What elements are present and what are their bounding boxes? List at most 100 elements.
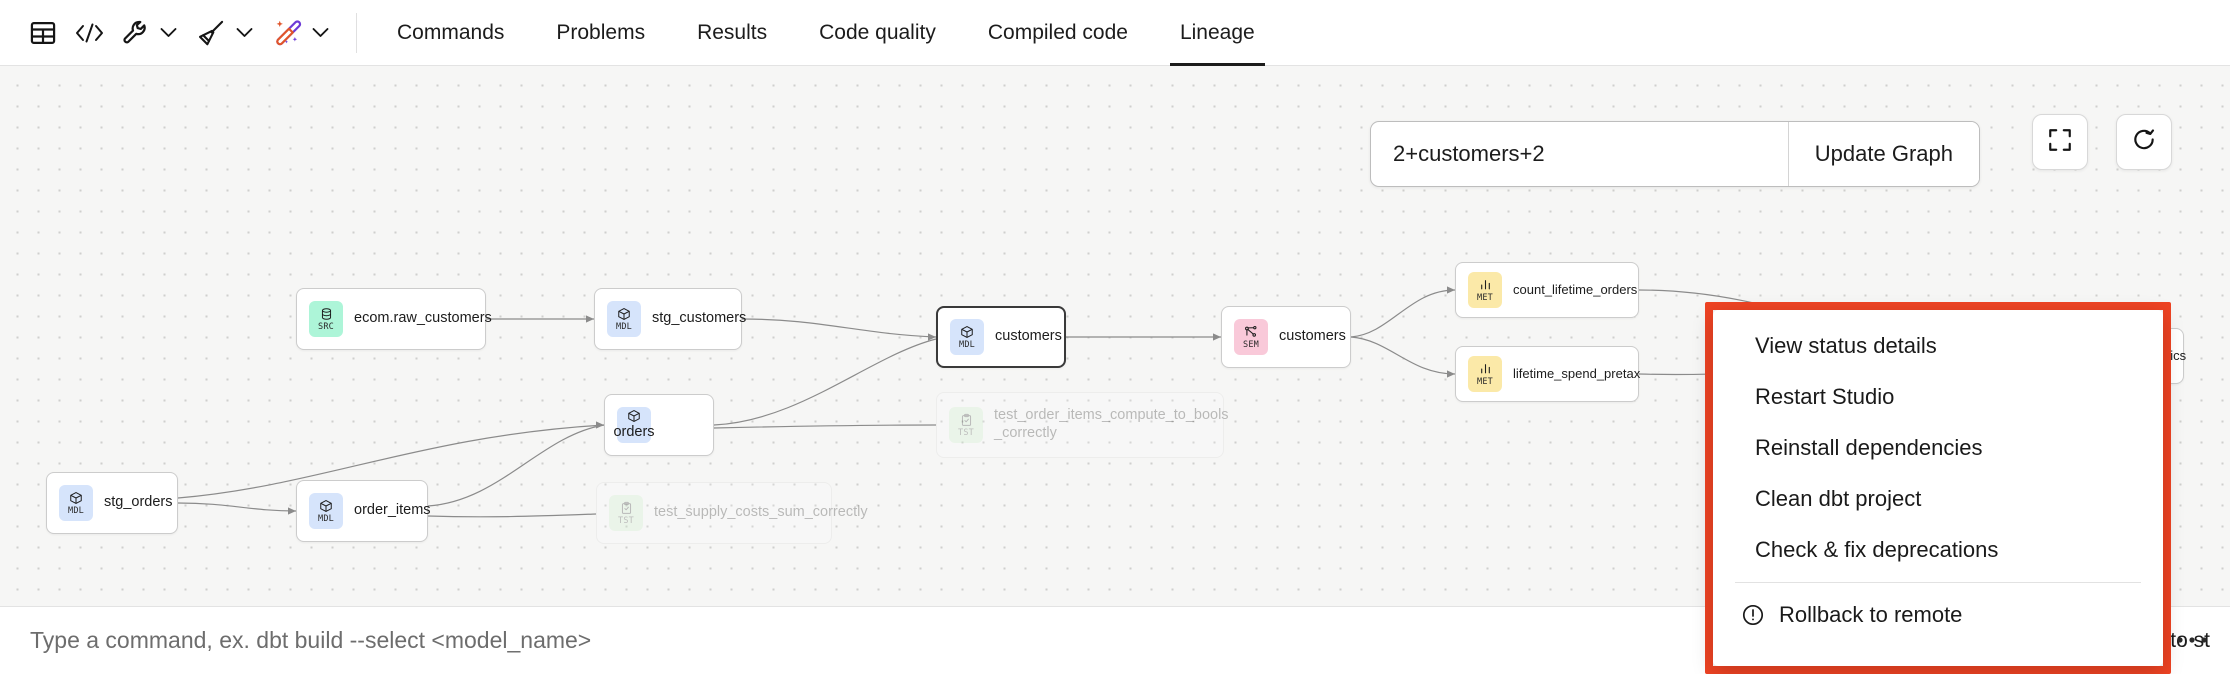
menu-item-label: View status details: [1755, 332, 1937, 358]
fullscreen-button[interactable]: [2032, 114, 2088, 170]
menu-item-label: Clean dbt project: [1755, 485, 1922, 511]
wrench-icon[interactable]: [114, 12, 156, 54]
badge-tag: TST: [618, 516, 634, 526]
warning-circle-icon: [1741, 603, 1765, 627]
lineage-edges: [177, 286, 1989, 518]
tab-label: Lineage: [1179, 20, 1255, 44]
lineage-node-stg_customers[interactable]: MDL stg_customers: [594, 288, 746, 350]
table-icon[interactable]: [22, 12, 64, 54]
menu-item-rollback-to-remote[interactable]: Rollback to remote: [1713, 589, 2163, 640]
editor-tool-group: [0, 0, 350, 66]
badge-tag: SEM: [1243, 340, 1259, 350]
menu-item-reinstall-dependencies[interactable]: Reinstall dependencies: [1713, 422, 2163, 473]
node-label: stg_orders: [104, 494, 173, 511]
lineage-node-lifetime_spend_pretax[interactable]: MET lifetime_spend_pretax: [1455, 346, 1641, 402]
lineage-node-order_items[interactable]: MDL order_items: [296, 480, 431, 542]
ellipsis-icon: [2177, 637, 2207, 643]
node-type-badge-mdl: MDL: [309, 493, 343, 529]
tab-problems[interactable]: Problems: [530, 0, 671, 66]
top-toolbar: Commands Problems Results Code quality C…: [0, 0, 2230, 66]
badge-tag: MDL: [616, 322, 632, 332]
node-type-badge-src: SRC: [309, 301, 343, 337]
cube-icon: [69, 490, 83, 505]
badge-tag: MET: [1477, 293, 1493, 303]
fullscreen-icon: [2047, 127, 2073, 158]
database-icon: [320, 306, 333, 321]
menu-item-label: Reinstall dependencies: [1755, 434, 1983, 460]
cube-icon: [960, 324, 974, 339]
node-type-badge-mdl: MDL: [607, 301, 641, 337]
refresh-button[interactable]: [2116, 114, 2172, 170]
node-label: stg_customers: [652, 310, 747, 327]
chevron-down-icon-wrench[interactable]: [156, 13, 180, 53]
tab-code-quality[interactable]: Code quality: [793, 0, 962, 66]
status-context-menu: View status details Restart Studio Reins…: [1713, 310, 2163, 666]
chevron-down-icon-magic[interactable]: [308, 13, 332, 53]
refresh-icon: [2131, 127, 2157, 158]
tab-compiled-code[interactable]: Compiled code: [962, 0, 1154, 66]
lineage-node-customers-semantic[interactable]: SEM customers: [1221, 306, 1351, 368]
menu-item-label: Check & fix deprecations: [1755, 536, 1999, 562]
bar-chart-icon: [1479, 361, 1492, 376]
tab-results[interactable]: Results: [671, 0, 793, 66]
node-label: ecom.raw_customers: [354, 310, 492, 327]
menu-divider: [1735, 582, 2141, 583]
tab-commands[interactable]: Commands: [371, 0, 530, 66]
bar-chart-icon: [1479, 277, 1492, 292]
node-label: test_supply_costs_sum_correctly: [654, 504, 868, 521]
cube-icon: [319, 498, 333, 513]
update-graph-button[interactable]: Update Graph: [1787, 122, 1979, 186]
node-type-badge-met: MET: [1468, 272, 1502, 308]
tab-label: Commands: [397, 20, 505, 44]
lineage-node-test_supply_costs[interactable]: TST test_supply_costs_sum_correctly: [596, 482, 868, 544]
node-label: test_order_items_compute_to_bools _corre…: [994, 407, 1229, 441]
badge-tag: MET: [1477, 377, 1493, 387]
graph-selector-bar: Update Graph: [1370, 121, 1980, 187]
node-type-badge-mdl: orders: [613, 407, 655, 443]
badge-tag: MDL: [318, 514, 334, 524]
tab-label: Problems: [556, 20, 646, 44]
node-type-badge-mdl: MDL: [950, 319, 984, 355]
node-type-badge-sem: SEM: [1234, 319, 1268, 355]
menu-item-label: Restart Studio: [1755, 383, 1895, 409]
menu-item-view-status-details[interactable]: View status details: [1713, 320, 2163, 371]
chevron-down-icon-broom[interactable]: [232, 13, 256, 53]
lineage-node-orders[interactable]: orders: [604, 394, 714, 456]
badge-tag: TST: [958, 428, 974, 438]
node-label: count_lifetime_orders: [1513, 282, 1638, 298]
tab-label: Results: [697, 20, 768, 44]
lineage-node-ecom-raw-customers[interactable]: SRC ecom.raw_customers: [296, 288, 492, 350]
node-type-badge-tst: TST: [609, 495, 643, 531]
badge-tag: SRC: [318, 322, 334, 332]
lineage-node-customers-model[interactable]: MDL customers: [936, 306, 1066, 368]
tab-label: Code quality: [819, 20, 936, 44]
graph-nodes-icon: [1244, 324, 1258, 339]
graph-selector-input[interactable]: [1371, 122, 1788, 186]
broom-icon[interactable]: [190, 12, 232, 54]
menu-item-clean-dbt-project[interactable]: Clean dbt project: [1713, 473, 2163, 524]
node-label: lifetime_spend_pretax: [1513, 366, 1641, 382]
node-type-badge-mdl: MDL: [59, 485, 93, 521]
magic-wand-icon[interactable]: [266, 12, 308, 54]
node-label: customers: [995, 328, 1062, 345]
more-options-button[interactable]: [2168, 618, 2216, 662]
command-input[interactable]: [0, 627, 2024, 654]
menu-item-label: Rollback to remote: [1779, 601, 1963, 627]
cube-icon: [617, 306, 631, 321]
node-label: orders: [613, 423, 655, 440]
menu-item-check-fix-deprecations[interactable]: Check & fix deprecations: [1713, 524, 2163, 575]
clipboard-check-icon: [960, 412, 973, 427]
tab-bar: Commands Problems Results Code quality C…: [371, 0, 1281, 66]
lineage-node-test_order_items[interactable]: TST test_order_items_compute_to_bools _c…: [936, 392, 1229, 458]
cube-icon: [627, 409, 641, 424]
node-label: order_items: [354, 502, 431, 519]
badge-tag: MDL: [959, 340, 975, 350]
badge-tag: MDL: [68, 506, 84, 516]
tab-lineage[interactable]: Lineage: [1154, 0, 1281, 66]
menu-item-restart-studio[interactable]: Restart Studio: [1713, 371, 2163, 422]
node-type-badge-met: MET: [1468, 356, 1502, 392]
lineage-node-count_lifetime_orders[interactable]: MET count_lifetime_orders: [1455, 262, 1639, 318]
lineage-node-stg_orders[interactable]: MDL stg_orders: [46, 472, 178, 534]
code-icon[interactable]: [68, 12, 110, 54]
